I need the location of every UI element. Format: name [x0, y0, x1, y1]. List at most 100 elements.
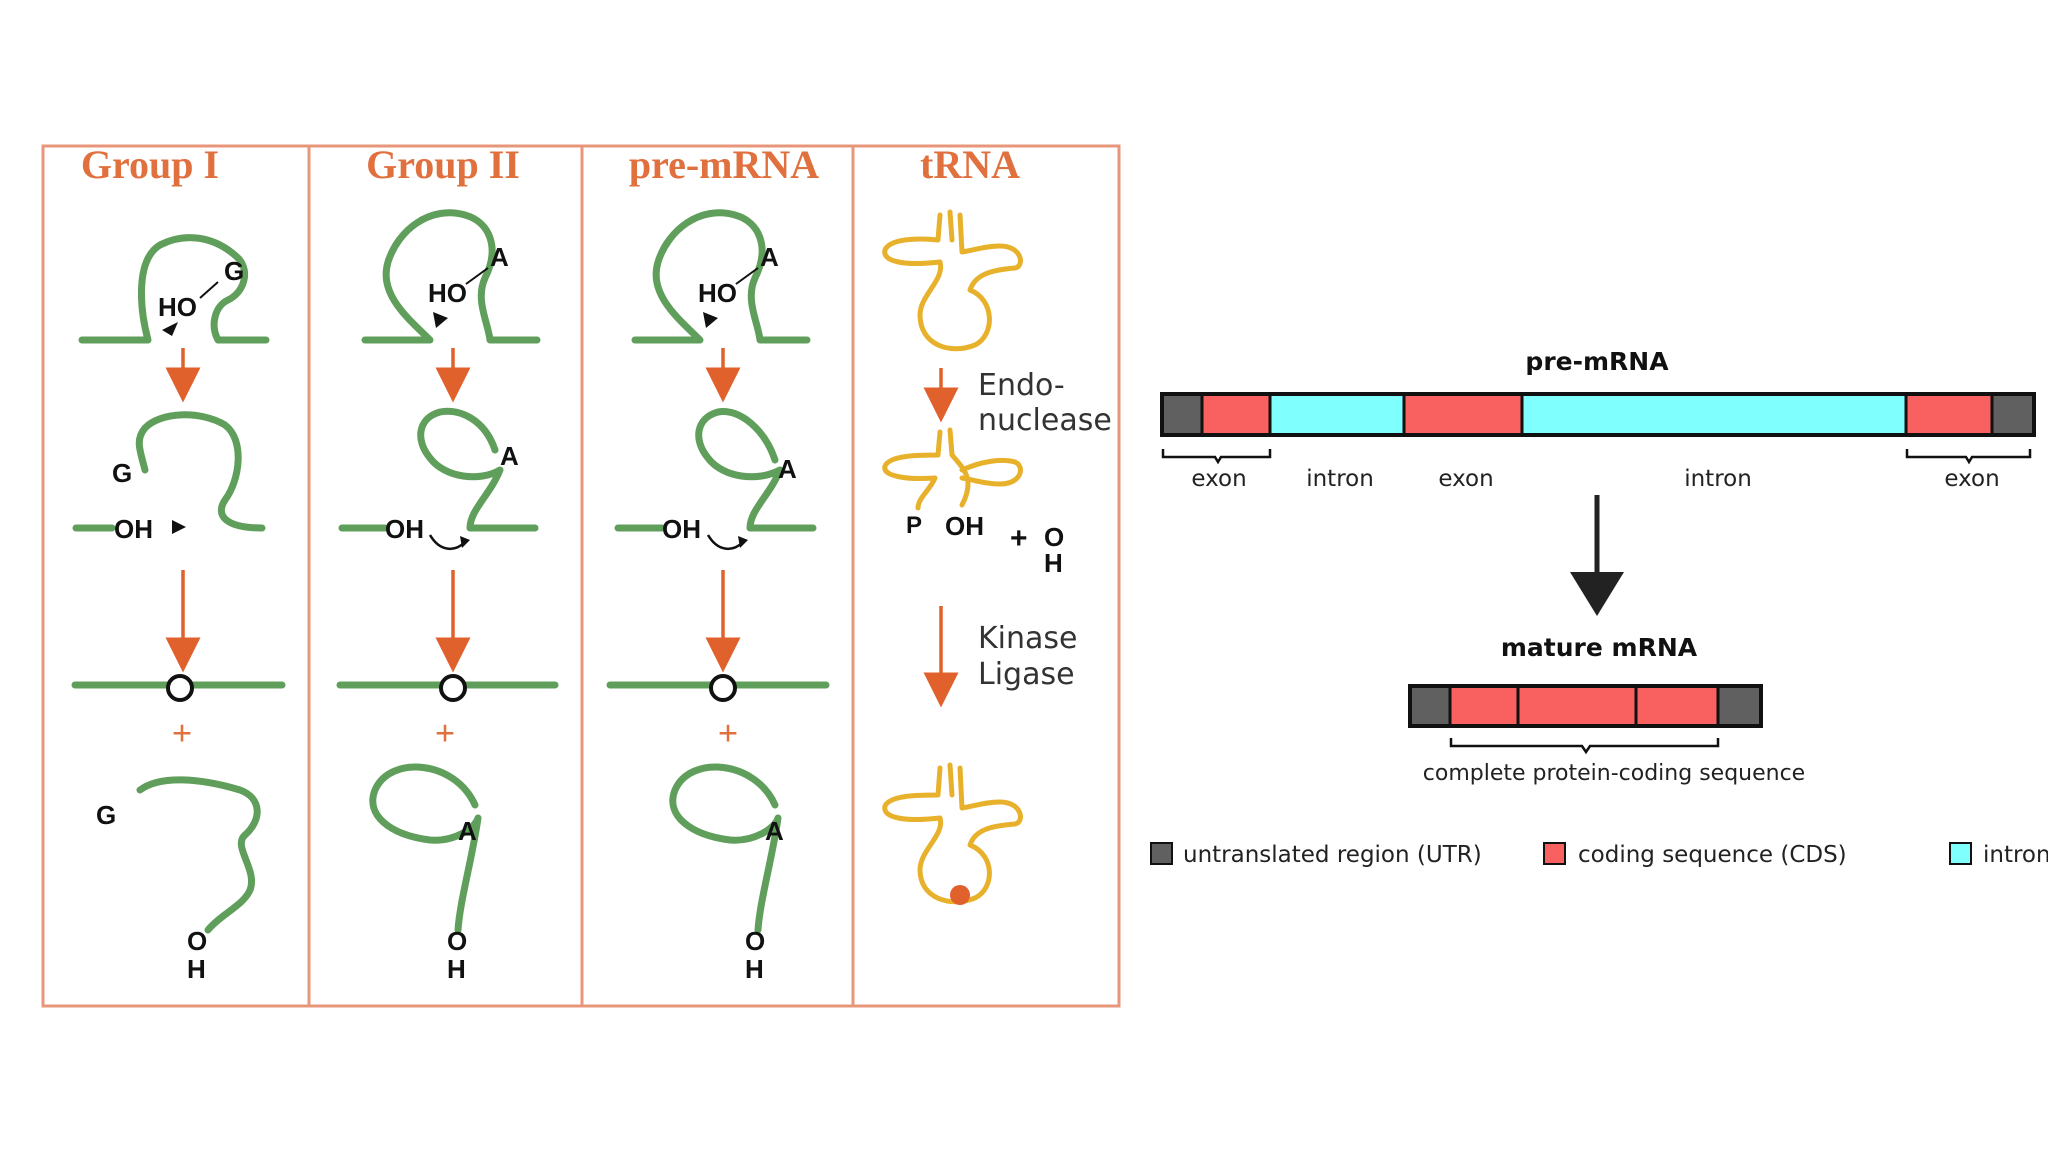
pre-mrna-label-intron: intron [1684, 466, 1752, 492]
pre-mrna-released-lariat [669, 763, 782, 934]
group-2-lariat [417, 407, 539, 532]
group-2-column: A HO A OH + A O H [336, 209, 559, 984]
pre-mrna-lariat [695, 408, 817, 532]
legend-label-utr: untranslated region (UTR) [1183, 842, 1482, 868]
trna-cut-3prime [947, 427, 1023, 508]
group-1-lariat [135, 411, 266, 532]
cds-segment [1202, 394, 1270, 435]
pre-mrna-label-exon: exon [1438, 466, 1493, 492]
complete-cds-label: complete protein-coding sequence [1423, 761, 1805, 786]
exon-brace [1905, 449, 2032, 465]
pre-mrna-attack-arrow [703, 312, 718, 328]
trna-h-label: H [1044, 548, 1063, 578]
intron-segment [1270, 394, 1404, 435]
group-2-a3-label: A [458, 816, 477, 846]
cds-segment [1450, 686, 1718, 726]
column-title-group-2: Group II [366, 142, 520, 187]
column-title-trna: tRNA [920, 142, 1020, 187]
trna-ligation-site [950, 885, 970, 905]
group-1-attack-arrow [162, 322, 178, 336]
group-2-a-label: A [490, 242, 509, 272]
legend: untranslated region (UTR) coding sequenc… [1150, 842, 2048, 868]
pre-mrna-attack-arrowhead [738, 536, 748, 548]
cds-brace [1449, 738, 1720, 755]
pre-mrna-ho-label: HO [698, 278, 737, 308]
group-1-o-label: O [187, 926, 207, 956]
legend-label-cds: coding sequence (CDS) [1578, 842, 1847, 868]
pre-mrna-outline [1160, 392, 2036, 437]
pre-mrna-label-exon: exon [1191, 466, 1246, 492]
group-1-released-intron [136, 776, 261, 934]
pre-mrna-attack-curve [706, 534, 744, 550]
cds-segment [1906, 394, 1992, 435]
pre-mrna-plus: + [718, 713, 739, 753]
group-2-plus: + [435, 713, 456, 753]
pre-mrna-bond [735, 267, 759, 285]
trna-precursor [882, 212, 1023, 352]
group-2-h-label: H [447, 954, 466, 984]
legend-swatch-utr [1150, 842, 1173, 865]
group-2-oh-label: OH [385, 514, 424, 544]
pre-mrna-oh-label: OH [662, 514, 701, 544]
trna-p-label: P [906, 512, 922, 539]
group-1-ho-label: HO [158, 292, 197, 322]
group-1-g3-label: G [96, 800, 116, 830]
group-1-intron-loop [78, 234, 270, 344]
splicing-panel: Group I Group II pre-mRNA tRNA G HO G OH… [41, 142, 1121, 1008]
legend-label-intron: intron [1983, 842, 2048, 868]
group-1-column: G HO G OH + G O H [71, 234, 286, 984]
kinase-label: Kinase [978, 621, 1078, 656]
trna-mature-stem [947, 762, 955, 798]
mature-mrna-outline [1408, 684, 1763, 728]
group-2-bond [465, 267, 489, 285]
column-title-group-1: Group I [81, 142, 219, 187]
legend-swatch-intron [1949, 842, 1972, 865]
trna-cut-5prime [882, 429, 943, 511]
trna-mature [882, 765, 1023, 905]
group-1-attack-arrow-2 [172, 520, 186, 534]
trna-oh-label: OH [945, 511, 984, 541]
group-2-attack-arrow [433, 312, 448, 328]
group-1-h-label: H [187, 954, 206, 984]
group-2-junction [439, 674, 467, 702]
pre-mrna-a2-label: A [778, 454, 797, 484]
group-2-ho-label: HO [428, 278, 467, 308]
group-1-g-label: G [224, 256, 244, 286]
utr-segment [1992, 394, 2034, 435]
trna-column: Endo- nuclease P OH + O H Kinase Ligase [882, 209, 1112, 905]
splicing-arrow-head [1570, 572, 1624, 616]
pre-mrna-label-intron: intron [1306, 466, 1374, 492]
column-title-pre-mrna: pre-mRNA [629, 142, 819, 187]
group-2-attack-curve [428, 534, 466, 550]
utr-segment [1410, 686, 1450, 726]
trna-precursor-stem [947, 209, 955, 243]
pre-mrna-title: pre-mRNA [1525, 347, 1669, 376]
group-2-intron-loop [361, 209, 541, 344]
group-2-attack-arrowhead [460, 536, 470, 548]
pre-mrna-o-label: O [745, 926, 765, 956]
trna-o-label: O [1044, 522, 1064, 552]
utr-segment [1162, 394, 1202, 435]
group-1-plus: + [172, 713, 193, 753]
mrna-splicing-diagram: pre-mRNA exon intron exon intron exon ma… [1150, 347, 2048, 868]
pre-mrna-column: A HO A OH + A O H [606, 209, 830, 984]
mature-mrna-bar [1408, 684, 1763, 728]
group-1-oh-label: OH [114, 514, 153, 544]
exon-brace [1161, 449, 1272, 465]
group-1-g2-label: G [112, 458, 132, 488]
mature-mrna-title: mature mRNA [1501, 633, 1698, 662]
intron-segment [1522, 394, 1906, 435]
endonuclease-label-1: Endo- [978, 368, 1065, 403]
pre-mrna-intron-loop [631, 209, 811, 344]
pre-mrna-a-label: A [760, 242, 779, 272]
pre-mrna-junction [709, 674, 737, 702]
cds-segment [1404, 394, 1522, 435]
utr-segment [1718, 686, 1761, 726]
endonuclease-label-2: nuclease [978, 403, 1112, 438]
pre-mrna-label-exon: exon [1944, 466, 1999, 492]
ligase-label: Ligase [978, 657, 1075, 692]
group-2-o-label: O [447, 926, 467, 956]
group-1-bond [199, 281, 219, 299]
pre-mrna-h-label: H [745, 954, 764, 984]
